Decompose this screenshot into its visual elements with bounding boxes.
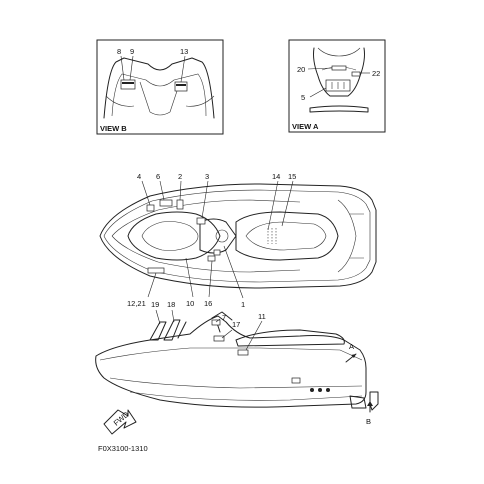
side-chine-line [109, 377, 363, 389]
top-hood-inner [141, 221, 199, 251]
callout-15: 15 [288, 172, 296, 181]
view-b-decal-marks [122, 82, 186, 86]
top-decal-16 [213, 249, 221, 256]
callout-4: 4 [137, 172, 141, 181]
view-b-title: VIEW B [100, 124, 127, 133]
side-stern-block [291, 377, 301, 384]
callout-8: 8 [117, 47, 121, 56]
top-hull-outline [99, 183, 377, 289]
side-fitting-2 [318, 388, 322, 392]
side-hull-outline [95, 315, 367, 408]
top-steering-hub [215, 229, 229, 243]
side-nozzle [349, 395, 367, 409]
side-decal-17 [213, 335, 225, 342]
view-a-decal-22 [351, 71, 361, 77]
view-a-console-outline [313, 47, 365, 97]
callout-1: 1 [241, 300, 245, 309]
view-a-console-top [317, 47, 361, 57]
top-stern-marks [350, 213, 364, 259]
callout-17: 17 [232, 320, 240, 329]
top-stern-line [337, 199, 357, 273]
view-a-decal-20 [331, 65, 347, 71]
callout-14: 14 [272, 172, 280, 181]
callout-18: 18 [167, 300, 175, 309]
callout-16: 16 [204, 299, 212, 308]
side-fitting-3 [326, 388, 330, 392]
callout-2: 2 [178, 172, 182, 181]
view-arrow-a-icon [345, 353, 357, 363]
view-b-seat-contour [139, 81, 181, 116]
top-hood [127, 211, 221, 261]
top-console [199, 218, 237, 254]
top-seat [235, 211, 339, 261]
view-a-stripe [309, 105, 369, 113]
callout-10: 10 [186, 299, 194, 308]
top-decal-4 [146, 204, 155, 212]
side-hood-vents [149, 319, 187, 341]
forward-arrow-icon: FWD [103, 409, 137, 435]
callout-22: 22 [372, 69, 380, 78]
top-seat-inner [245, 221, 327, 251]
callout-11: 11 [258, 312, 266, 321]
callout-20: 20 [297, 65, 305, 74]
side-lower-line [129, 391, 363, 401]
view-a-frame [288, 39, 386, 133]
top-hull-inner [103, 189, 371, 283]
view-a-inset: 20 22 5 VIEW A [288, 39, 386, 133]
callout-7: 7 [222, 313, 226, 322]
view-b-decal-right [174, 81, 188, 92]
top-decal-12-21 [147, 267, 165, 274]
callout-3: 3 [205, 172, 209, 181]
callout-19: 19 [151, 300, 159, 309]
top-view: 4 6 2 3 14 15 12,21 10 16 1 [99, 172, 377, 309]
side-decal-7 [211, 319, 221, 326]
top-decal-10 [207, 255, 216, 262]
view-b-inner-line [111, 73, 207, 117]
top-decal-6 [159, 199, 173, 207]
side-stern-cap [369, 391, 379, 411]
callout-13: 13 [180, 47, 188, 56]
view-a-title: VIEW A [292, 122, 319, 131]
view-a-decal-5-lines [331, 82, 345, 89]
callout-12-21: 12,21 [127, 299, 146, 308]
side-seat [235, 329, 345, 347]
view-b-side-contour [105, 95, 215, 107]
figure-code: F0X3100-1310 [98, 444, 148, 453]
side-view: 19 18 7 17 11 A B [95, 300, 379, 426]
side-fitting-1 [310, 388, 314, 392]
arrow-label-b: B [366, 417, 371, 426]
view-b-decal-left [120, 79, 136, 90]
view-b-inset: 8 9 13 VIEW B [96, 39, 224, 135]
top-decal-2 [176, 199, 184, 210]
view-b-deck-outline [103, 57, 215, 119]
view-arrow-b-icon [367, 401, 373, 413]
side-decal-11 [237, 349, 249, 356]
side-deck-line [99, 347, 363, 361]
view-b-frame [96, 39, 224, 135]
arrow-label-a: A [349, 342, 354, 351]
callout-9: 9 [130, 47, 134, 56]
top-seat-dotted [267, 228, 277, 244]
callout-6: 6 [156, 172, 160, 181]
top-decal-3 [196, 217, 206, 225]
callout-5: 5 [301, 93, 305, 102]
